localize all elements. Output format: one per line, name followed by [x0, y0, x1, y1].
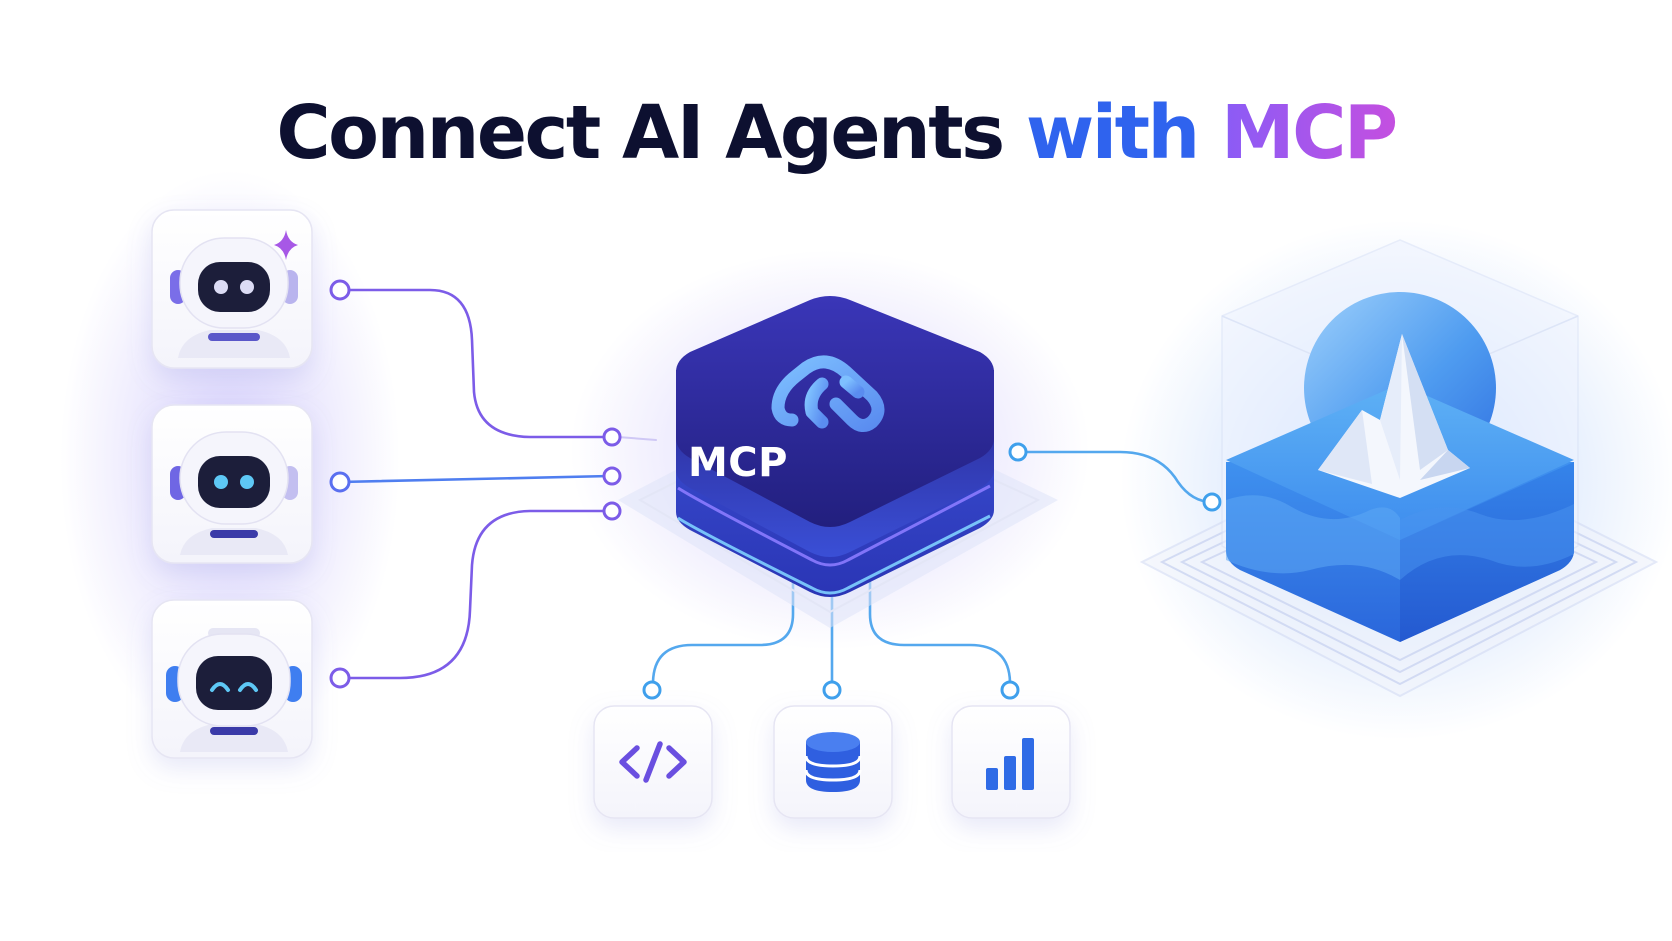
dot-tool-3 — [1000, 680, 1020, 700]
mcp-hub — [618, 296, 1058, 628]
dot-tool-2 — [822, 680, 842, 700]
hub-stub-1 — [617, 436, 657, 441]
data-source — [1139, 239, 1659, 698]
dot-tool-1 — [642, 680, 662, 700]
dot-hub-in-3 — [602, 501, 622, 521]
dot-agent-3 — [329, 667, 351, 689]
title-part-1: Connect AI Agents — [276, 90, 1026, 176]
dot-hub-in-1 — [602, 427, 622, 447]
robot-icon — [170, 237, 298, 358]
mcp-logo-icon — [771, 355, 885, 432]
code-icon — [619, 741, 687, 783]
title-part-2: with — [1025, 90, 1221, 176]
agent-2-connector — [338, 474, 612, 484]
title-part-3: MCP — [1220, 90, 1398, 176]
tool-1-connector — [650, 578, 795, 692]
source-connector — [1016, 450, 1214, 504]
tool-3-connector — [868, 578, 1012, 692]
agent-1-connector — [338, 288, 612, 439]
dot-hub-out — [1008, 442, 1028, 462]
dot-source-in — [1202, 492, 1222, 512]
robot-icon — [170, 431, 298, 555]
dot-agent-2 — [329, 471, 351, 493]
robot-icon — [166, 628, 302, 752]
dot-agent-1 — [329, 279, 351, 301]
page-title: Connect AI Agents with MCP — [0, 96, 1672, 170]
connections — [338, 288, 1214, 692]
agent-3-connector — [338, 509, 612, 680]
hub-label: MCP — [688, 440, 788, 486]
dot-hub-in-2 — [602, 466, 622, 486]
bar-chart-icon — [986, 738, 1034, 790]
connector-dots — [329, 279, 1222, 700]
sparkle-icon — [274, 230, 298, 260]
iceberg-icon — [1318, 334, 1470, 498]
database-icon — [804, 732, 862, 792]
